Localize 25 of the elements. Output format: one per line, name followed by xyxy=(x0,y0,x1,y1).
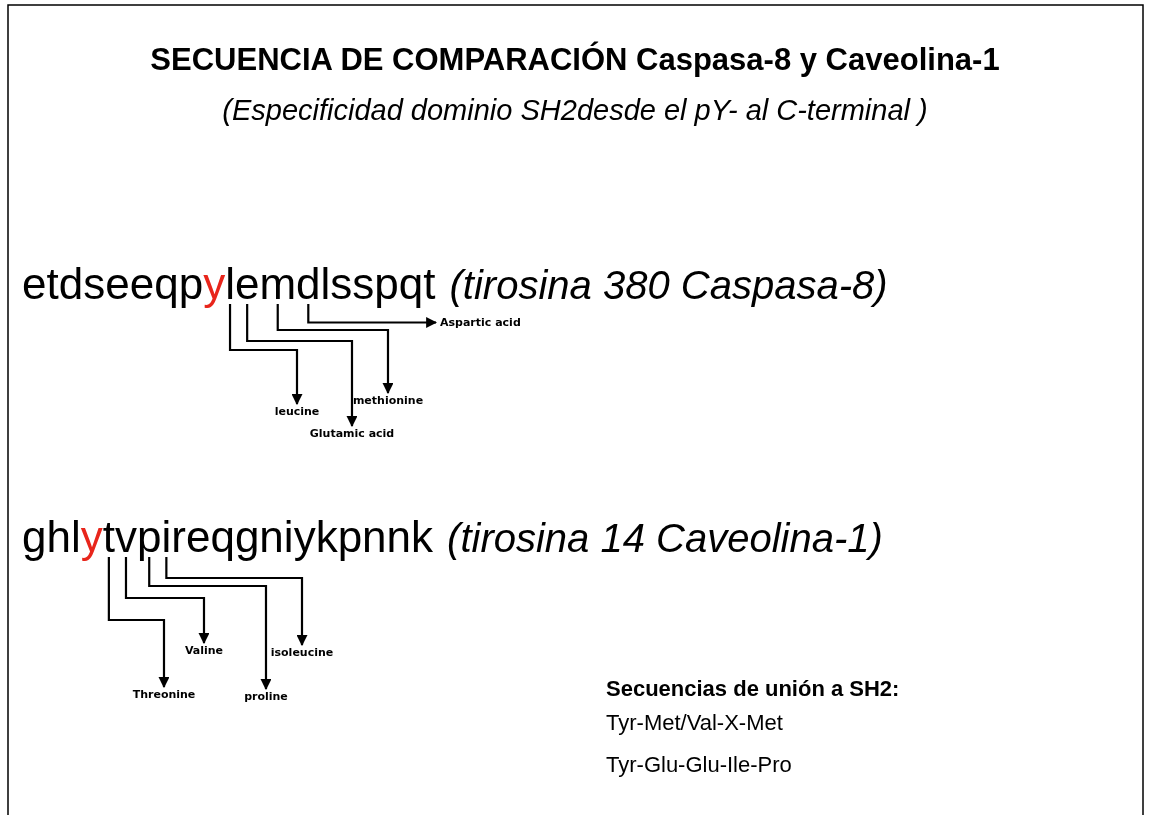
legend-heading: Secuencias de unión a SH2: xyxy=(606,676,900,702)
leader-arrow xyxy=(307,304,438,328)
amino-acid-label: Aspartic acid xyxy=(440,317,521,328)
sequence-text: etdseeqpylemdlsspqt xyxy=(22,262,436,306)
amino-acid-label: isoleucine xyxy=(270,647,334,658)
sequence-text: ghlytvpireqgniykpnnk xyxy=(22,515,434,559)
leader-arrow xyxy=(246,304,358,428)
binding-sequence: Tyr-Glu-Glu-Ile-Pro xyxy=(606,752,792,778)
sequence-note: (tirosina 380 Caspasa-8) xyxy=(449,265,888,305)
title: SECUENCIA DE COMPARACIÓN Caspasa-8 y Caveolina-1 xyxy=(149,42,1001,78)
binding-sequence: Tyr-Met/Val-X-Met xyxy=(606,710,783,736)
leader-arrow xyxy=(107,557,170,689)
amino-acid-label: Threonine xyxy=(132,689,196,700)
amino-acid-label: leucine xyxy=(274,406,320,417)
leader-arrow xyxy=(165,557,308,647)
leader-arrow xyxy=(228,304,303,406)
amino-acid-label: Valine xyxy=(184,645,224,656)
amino-acid-label: proline xyxy=(244,691,288,702)
leader-arrow xyxy=(124,557,210,645)
amino-acid-label: methionine xyxy=(352,395,424,406)
leader-arrow xyxy=(276,304,394,395)
sequence-note: (tirosina 14 Caveolina-1) xyxy=(447,518,883,558)
leader-arrow xyxy=(148,557,272,691)
amino-acid-label: Glutamic acid xyxy=(309,428,395,439)
subtitle: (Especificidad dominio SH2desde el pY- al C-terminal ) xyxy=(221,94,929,127)
